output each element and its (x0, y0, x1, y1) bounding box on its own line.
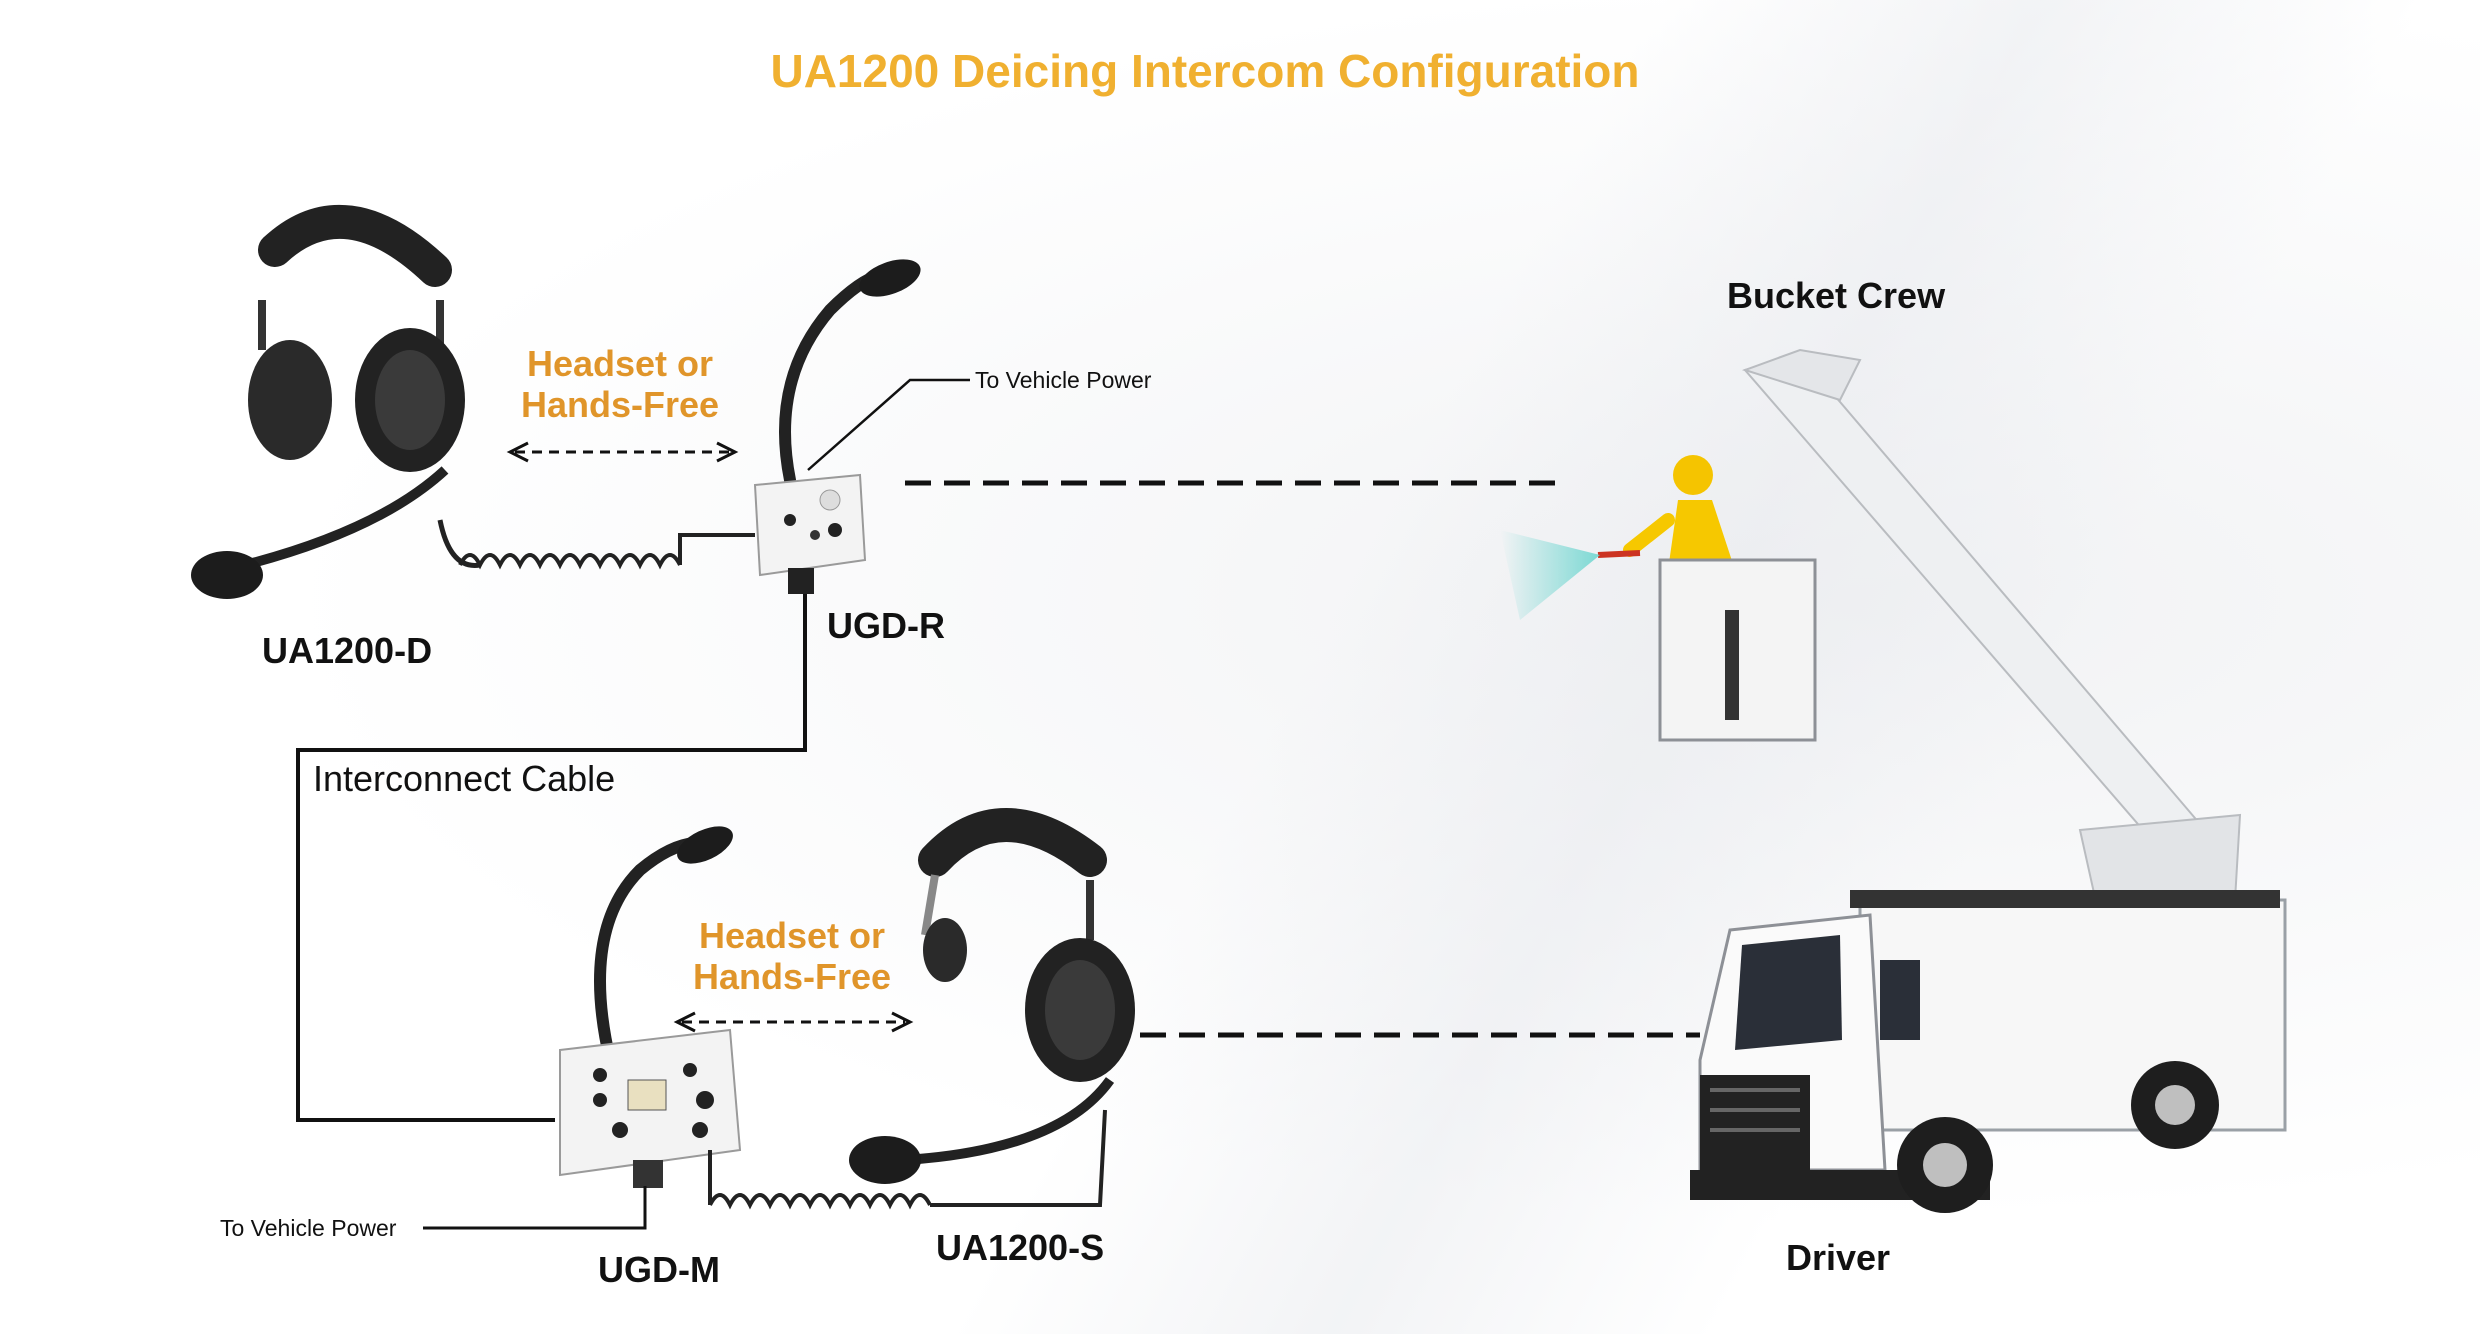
coiled-cord-d (458, 533, 755, 570)
page-title: UA1200 Deicing Intercom Configuration (770, 45, 1640, 97)
headset-s-icon (849, 808, 1135, 1184)
label-ua1200-s: UA1200-S (936, 1227, 1105, 1268)
bucket-truck-icon (1500, 348, 2287, 1213)
label-to-vehicle-power-top: To Vehicle Power (975, 367, 1152, 393)
headset-d-icon (191, 205, 481, 599)
hands-free-top-line1: Headset or (526, 343, 714, 384)
label-ugd-r: UGD-R (827, 605, 945, 646)
interconnect-cable-line (296, 594, 807, 1122)
label-driver: Driver (1786, 1237, 1891, 1278)
vehicle-power-leader-top (807, 378, 970, 471)
hands-free-bottom-line1: Headset or (698, 915, 886, 956)
label-ugd-m: UGD-M (598, 1249, 720, 1290)
hands-free-bottom-line2: Hands-Free (692, 956, 892, 997)
ugd-m-device-icon (559, 826, 742, 1188)
worker-icon (1597, 455, 1735, 570)
label-interconnect-cable: Interconnect Cable (313, 758, 616, 799)
hands-free-top-line2: Hands-Free (520, 384, 720, 425)
dashed-arrow-bottom (673, 1011, 914, 1033)
vehicle-power-leader-bottom (423, 1186, 647, 1230)
label-to-vehicle-power-bottom: To Vehicle Power (220, 1215, 397, 1241)
label-bucket-crew: Bucket Crew (1727, 275, 1946, 316)
dashed-arrow-top (506, 441, 739, 463)
label-ua1200-d: UA1200-D (262, 630, 433, 671)
spray-icon (1500, 530, 1600, 620)
coiled-cord-s (708, 1109, 1107, 1210)
label-headset-or-hands-free-bottom: Headset or Hands-Free (677, 915, 907, 997)
ugd-r-device-icon (753, 259, 921, 594)
label-headset-or-hands-free-top: Headset or Hands-Free (505, 343, 735, 425)
